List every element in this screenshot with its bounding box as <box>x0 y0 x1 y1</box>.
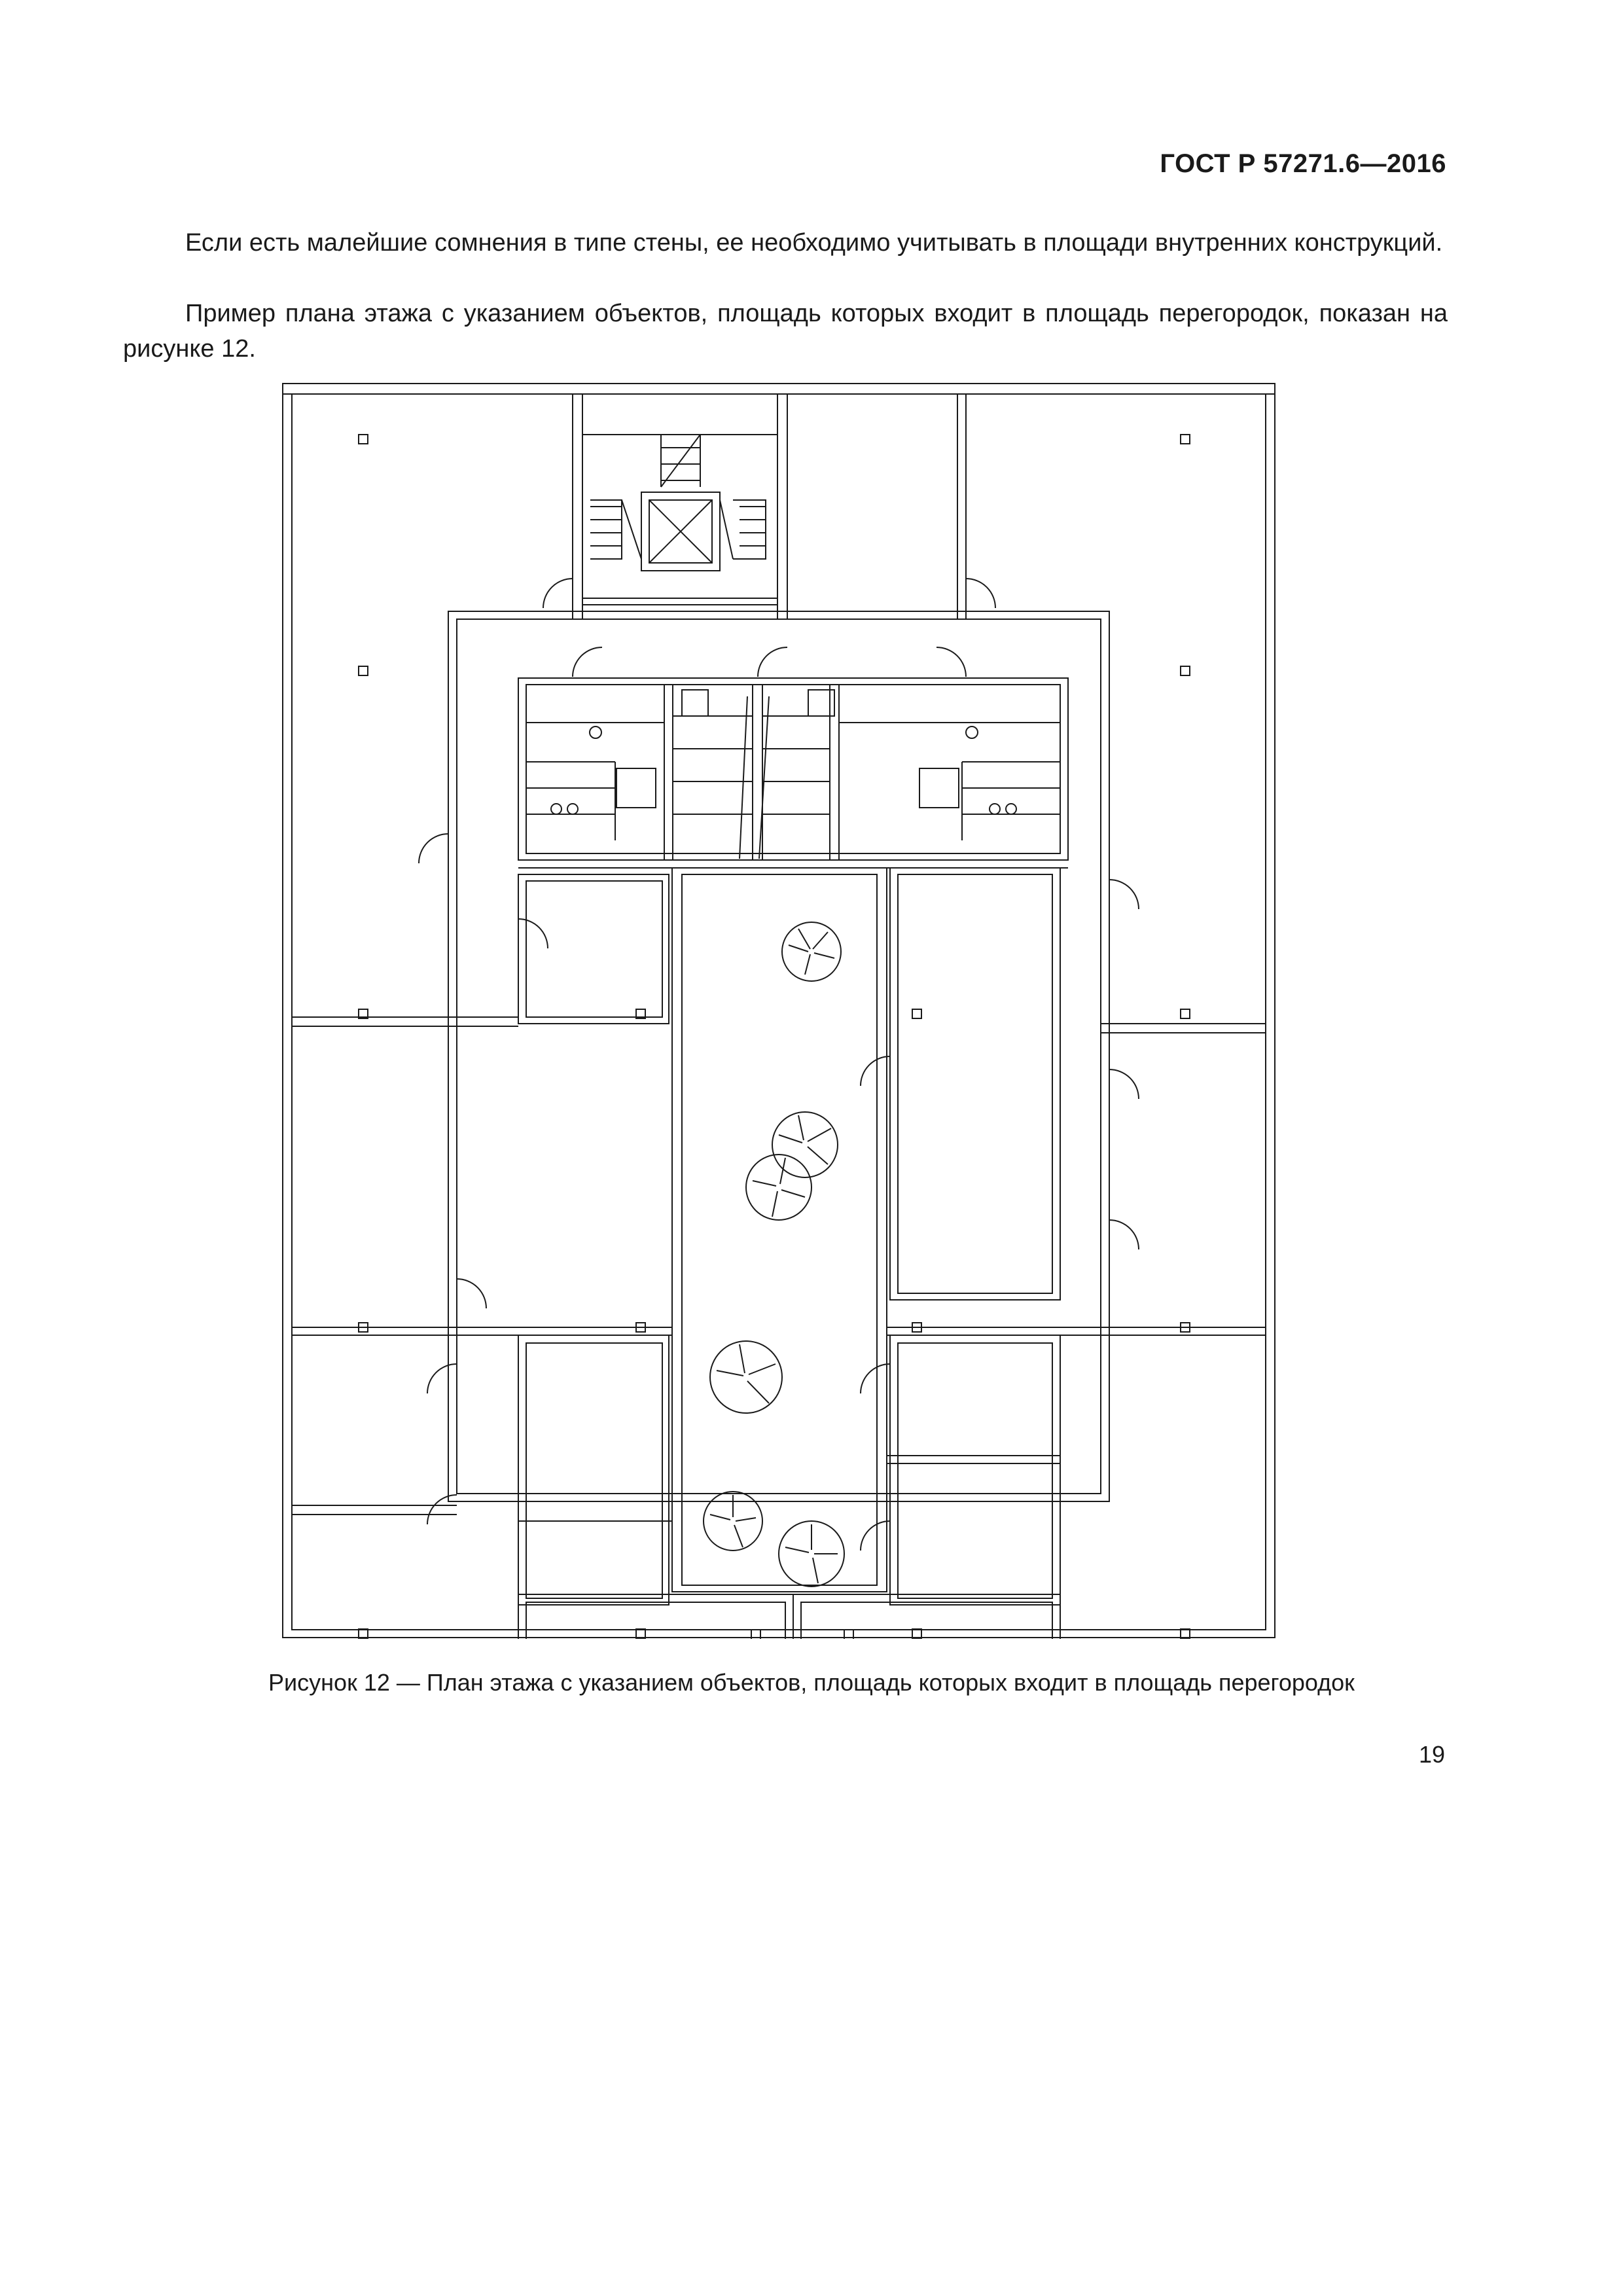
figure-caption: Рисунок 12 — План этажа с указанием объе… <box>268 1669 1355 1696</box>
page-number: 19 <box>1418 1741 1445 1768</box>
floor-plan-figure <box>281 382 1276 1639</box>
body-paragraph-2: Пример плана этажа с указанием объектов,… <box>123 300 1448 363</box>
outer-walls <box>282 383 1275 1638</box>
top-right-partitions <box>957 394 967 619</box>
document-code: ГОСТ Р 57271.6—2016 <box>1160 149 1446 178</box>
column-markers <box>358 434 1190 1639</box>
body-paragraph-1: Если есть малейшие сомнения в типе стены… <box>185 229 1443 257</box>
office-partitions <box>292 867 1266 1639</box>
atrium-planter <box>671 867 887 1592</box>
floor-plan-drawing <box>282 383 1275 1639</box>
door-swings <box>418 578 1139 1551</box>
atrium-plants <box>703 922 845 1587</box>
top-stair-shaft <box>572 394 788 619</box>
corridor-ring-walls <box>448 611 1110 1502</box>
restroom-block <box>518 677 1069 869</box>
